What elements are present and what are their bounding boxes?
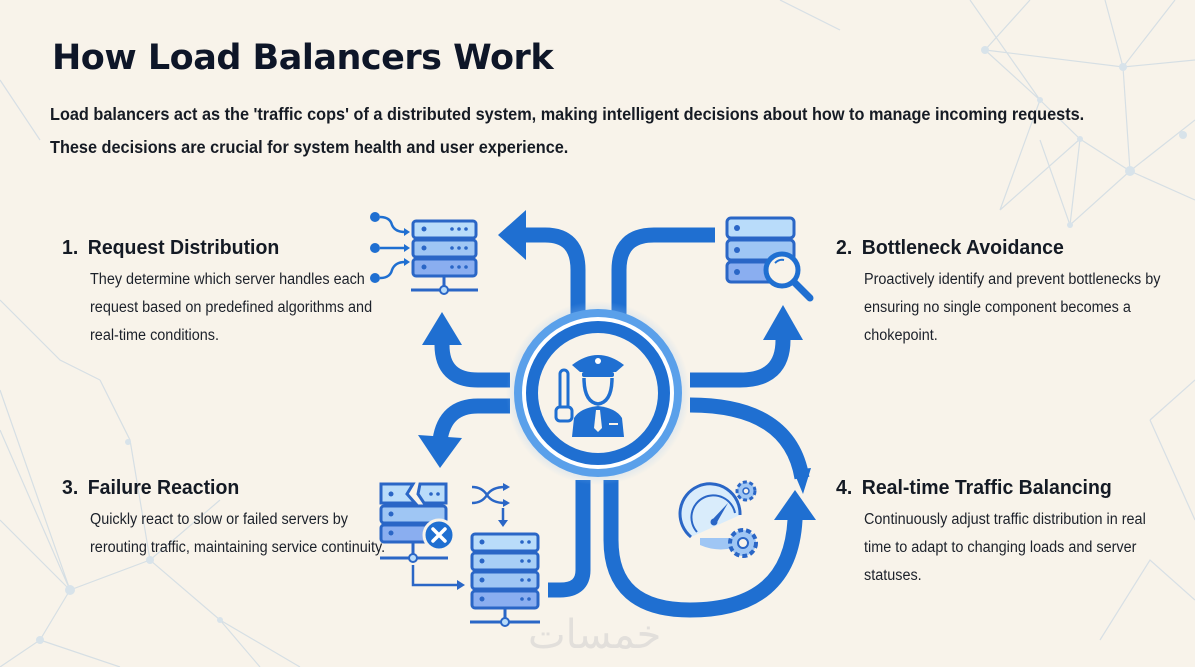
card-real-time-traffic-balancing: 4. Real-time Traffic Balancing Continuous… — [836, 476, 1156, 590]
server-magnifier-icon — [725, 216, 814, 302]
arrow-loop — [689, 397, 810, 480]
arrow-left-up — [434, 340, 510, 388]
card-heading: 1. Request Distribution — [62, 236, 366, 260]
card-description: Quickly react to slow or failed servers … — [90, 511, 386, 556]
traffic-cop-icon — [554, 355, 624, 437]
arrowhead-up-left — [422, 312, 462, 345]
card-heading: 2. Bottleneck Avoidance — [836, 236, 1140, 260]
card-number: 3. — [62, 476, 79, 499]
flow-arrows — [432, 227, 810, 618]
arrowhead-loop-bottom — [774, 490, 816, 520]
arrow-left-down — [432, 398, 510, 442]
arrowhead-up-right — [763, 305, 803, 340]
arrowhead-down-left — [418, 435, 462, 468]
card-number: 4. — [836, 476, 853, 499]
card-title: Bottleneck Avoidance — [861, 236, 1064, 259]
intro-line-2: These decisions are crucial for system h… — [50, 137, 569, 157]
card-heading: 3. Failure Reaction — [62, 476, 366, 500]
arrowhead-loop-top — [793, 468, 811, 494]
card-number: 1. — [62, 236, 79, 259]
card-title: Request Distribution — [87, 236, 280, 259]
card-heading: 4. Real-time Traffic Balancing — [836, 476, 1140, 500]
card-title: Real-time Traffic Balancing — [861, 476, 1112, 499]
server-rack-with-incoming-requests-icon — [370, 212, 478, 295]
watermark: خمسات — [528, 612, 662, 658]
page-title: How Load Balancers Work — [52, 38, 554, 78]
traffic-cop-medallion — [506, 301, 690, 485]
card-description: Proactively identify and prevent bottlen… — [864, 271, 1161, 344]
intro-line-1: Load balancers act as the 'traffic cops'… — [50, 104, 1085, 124]
failed-server-reroute-icon — [379, 482, 540, 627]
card-number: 2. — [836, 236, 853, 259]
card-failure-reaction: 3. Failure Reaction Quickly react to slow… — [62, 476, 385, 562]
arrow-top-right — [611, 227, 715, 322]
arrow-loop-bottom — [603, 480, 803, 618]
card-description: They determine which server handles each… — [90, 271, 373, 344]
card-request-distribution: 1. Request Distribution They determine wh… — [62, 236, 382, 350]
gear-small-icon — [735, 480, 757, 502]
arrow-down-to-server — [548, 480, 591, 598]
arrow-top-left — [520, 227, 586, 322]
card-title: Failure Reaction — [87, 476, 240, 499]
intro-paragraph: Load balancers act as the 'traffic cops'… — [50, 98, 1092, 164]
card-bottleneck-avoidance: 2. Bottleneck Avoidance Proactively ident… — [836, 236, 1160, 350]
card-description: Continuously adjust traffic distribution… — [864, 511, 1146, 584]
speedometer-gears-icon — [678, 480, 758, 558]
arrowhead-left-1 — [498, 210, 526, 260]
arrow-right-up — [690, 330, 791, 388]
gear-large-icon — [728, 528, 758, 558]
